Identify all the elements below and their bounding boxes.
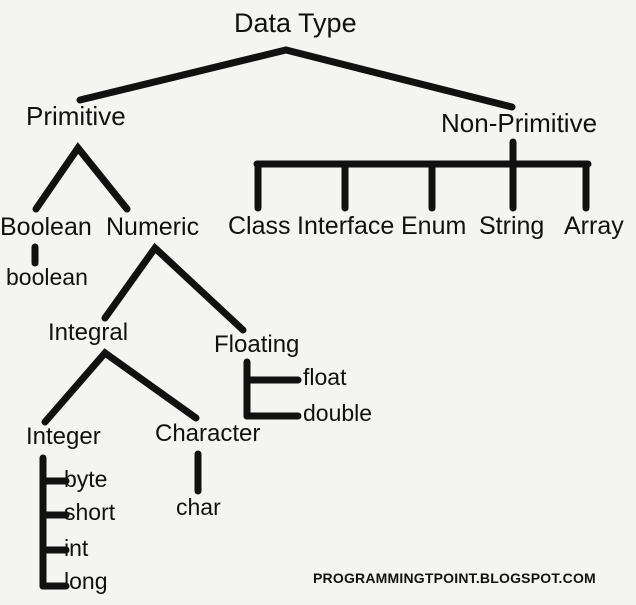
node-integer: Integer bbox=[26, 423, 101, 450]
node-interface: Interface bbox=[297, 212, 395, 240]
node-byte: byte bbox=[64, 466, 108, 492]
node-data-type: Data Type bbox=[234, 8, 357, 38]
node-array: Array bbox=[564, 212, 624, 240]
node-float: float bbox=[303, 364, 347, 390]
node-primitive: Primitive bbox=[26, 101, 126, 131]
node-boolean-class: Boolean bbox=[0, 213, 92, 241]
node-class: Class bbox=[228, 212, 291, 240]
node-non-primitive: Non-Primitive bbox=[441, 108, 598, 138]
node-double: double bbox=[303, 400, 373, 426]
edge-numeric-to-children bbox=[101, 242, 247, 334]
node-floating: Floating bbox=[214, 331, 300, 358]
edge-datatype-to-branches bbox=[76, 46, 516, 111]
node-enum: Enum bbox=[401, 212, 467, 240]
node-short: short bbox=[64, 499, 116, 525]
node-boolean-primitive: boolean bbox=[6, 264, 88, 290]
watermark-text: PROGRAMMINGTPOINT.BLOGSPOT.COM bbox=[313, 570, 596, 586]
node-char: char bbox=[176, 494, 221, 520]
node-integral: Integral bbox=[48, 319, 129, 346]
edge-integral-to-children bbox=[41, 348, 200, 426]
node-numeric: Numeric bbox=[106, 213, 200, 241]
node-int: int bbox=[64, 535, 89, 561]
node-character: Character bbox=[155, 420, 261, 447]
node-long: long bbox=[64, 568, 108, 594]
node-string: String bbox=[479, 212, 545, 240]
edge-primitive-to-children bbox=[32, 142, 131, 213]
